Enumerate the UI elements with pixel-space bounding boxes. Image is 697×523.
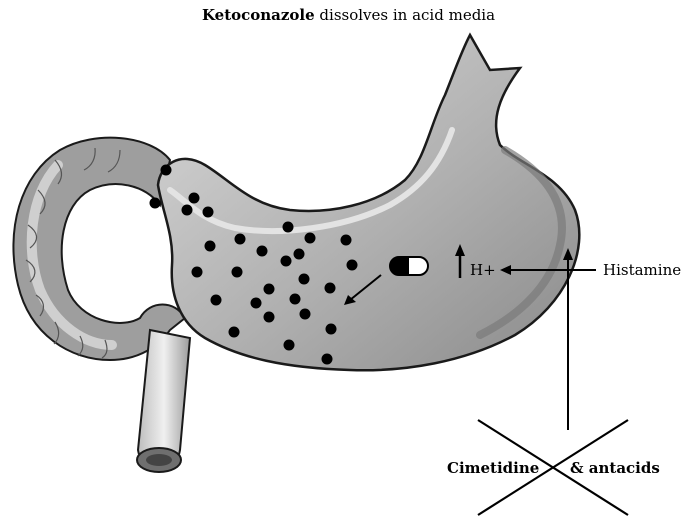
particle [235,234,246,245]
particle [182,205,193,216]
particle [189,193,200,204]
particle [290,294,301,305]
particle [294,249,305,260]
particle [325,283,336,294]
histamine-label: Histamine [603,261,681,279]
particle [229,327,240,338]
antacids-label: & antacids [570,459,660,477]
particle [264,284,275,295]
particle [264,312,275,323]
cimetidine-label: Cimetidine [447,459,539,477]
particle [211,295,222,306]
stomach-body [158,35,579,370]
particle [161,165,172,176]
particle [203,207,214,218]
pipe-opening-inner [146,454,172,466]
particle [283,222,294,233]
particle [322,354,333,365]
particle [300,309,311,320]
particle [281,256,292,267]
particle [326,324,337,335]
particle [305,233,316,244]
particle [341,235,352,246]
particle [192,267,203,278]
particle [150,198,161,209]
particle [232,267,243,278]
intestine-loop [13,138,185,360]
particle [347,260,358,271]
particle [299,274,310,285]
particle [284,340,295,351]
capsule-icon [390,257,428,275]
particle [257,246,268,257]
particle [251,298,262,309]
particle [205,241,216,252]
acid-label: H+ [470,261,496,279]
